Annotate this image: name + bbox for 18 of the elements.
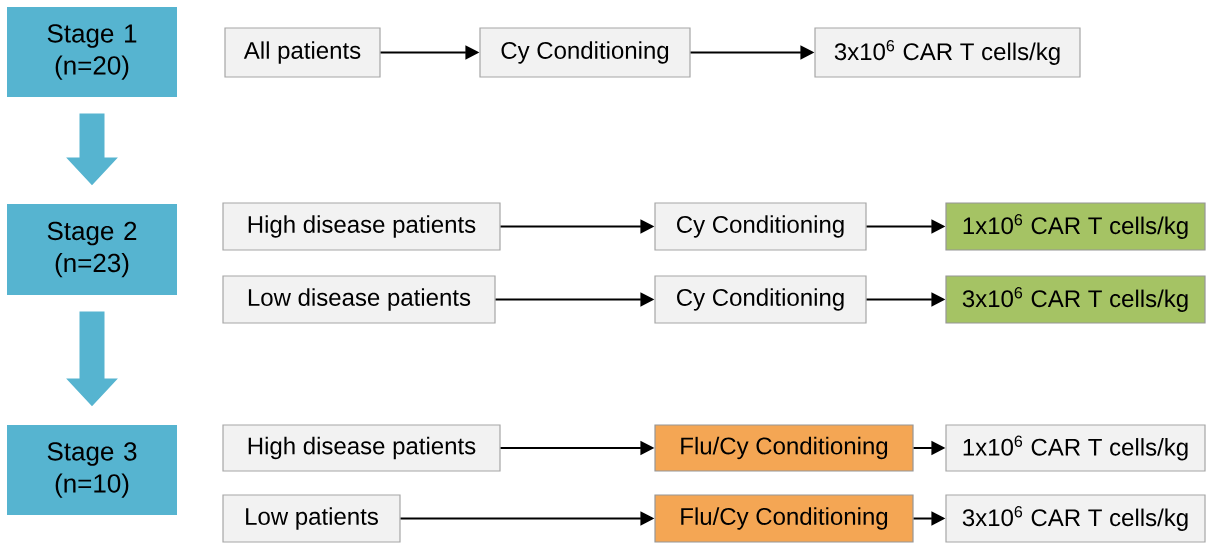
process-box: High disease patients bbox=[222, 424, 501, 472]
stage-box: Stage 1 (n=20) bbox=[7, 7, 177, 97]
process-box: Cy Conditioning bbox=[479, 27, 691, 78]
process-box: Low patients bbox=[222, 494, 401, 543]
process-box: All patients bbox=[224, 27, 381, 78]
stage-box: Stage 3 (n=10) bbox=[7, 425, 177, 515]
process-box: 1x10$^{6}$ CAR T cells/kg bbox=[945, 202, 1206, 251]
process-box: 3x10$^{6}$ CAR T cells/kg bbox=[945, 494, 1206, 543]
process-box: 3x10$^{6}$ CAR T cells/kg bbox=[814, 27, 1081, 78]
process-box: Low disease patients bbox=[222, 275, 496, 324]
process-box: Cy Conditioning bbox=[654, 202, 867, 251]
process-box: High disease patients bbox=[222, 202, 501, 251]
process-box: Flu/Cy Conditioning bbox=[654, 494, 914, 543]
stage-box: Stage 2 (n=23) bbox=[7, 204, 177, 295]
process-box: Flu/Cy Conditioning bbox=[654, 424, 914, 472]
process-box: 3x10$^{6}$ CAR T cells/kg bbox=[945, 275, 1206, 324]
process-box: Cy Conditioning bbox=[654, 275, 867, 324]
process-box: 1x10$^{6}$ CAR T cells/kg bbox=[945, 424, 1206, 472]
